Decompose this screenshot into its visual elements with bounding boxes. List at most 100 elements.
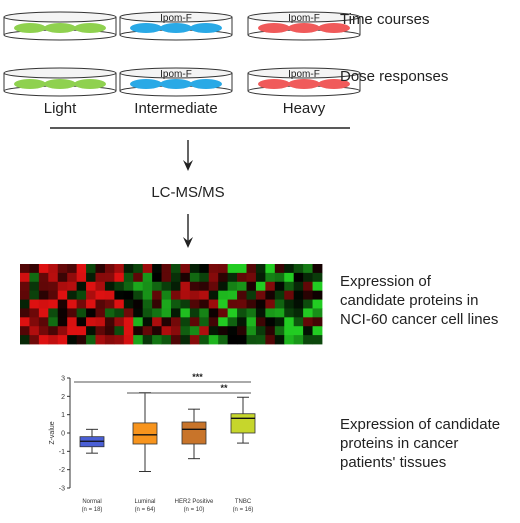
heatmap-cell — [95, 326, 106, 336]
heatmap-cell — [95, 281, 106, 292]
heatmap-cell — [152, 317, 162, 327]
expression-heatmap — [20, 264, 323, 345]
heatmap-cell — [199, 335, 210, 345]
heatmap-cell — [104, 317, 115, 327]
heatmap-cell — [227, 272, 238, 283]
boxplot-caption: Expression of candidate proteins in canc… — [340, 416, 501, 471]
heatmap-cell — [123, 308, 134, 318]
heatmap-cell — [284, 308, 295, 318]
heatmap-cell — [303, 326, 313, 336]
heatmap-cell — [218, 299, 229, 309]
heatmap-cell — [133, 290, 144, 300]
heatmap-cell — [114, 290, 125, 300]
cell-blob — [130, 23, 162, 33]
heatmap-cell — [237, 290, 247, 300]
heatmap-cell — [237, 308, 247, 318]
heatmap-cell — [57, 290, 68, 300]
heatmap-cell — [142, 317, 153, 327]
dish-heavy: Ipom-F — [247, 67, 361, 97]
heatmap-cell — [218, 281, 229, 292]
heatmap-cell — [180, 264, 191, 274]
column-label-intermediate: Intermediate — [134, 100, 217, 117]
cell-blob — [160, 79, 192, 89]
cell-blob — [14, 79, 46, 89]
heatmap-cell — [284, 281, 295, 292]
heatmap-cell — [293, 299, 304, 309]
heatmap-cell — [255, 308, 266, 318]
heatmap-cell — [274, 308, 285, 318]
dish-drug-label: Ipom-F — [160, 69, 192, 80]
heatmap-cell — [312, 317, 323, 327]
heatmap-cell — [161, 281, 172, 292]
dish-drug-label: Ipom-F — [288, 69, 320, 80]
heatmap-cell — [274, 264, 285, 274]
heatmap-cell — [180, 290, 191, 300]
heatmap-cell — [20, 317, 30, 327]
dish-heavy: Ipom-F — [247, 11, 361, 41]
heatmap-cell — [180, 317, 191, 327]
heatmap-cell — [86, 317, 96, 327]
heatmap-cell — [171, 272, 181, 283]
heatmap-cell — [48, 326, 59, 336]
significance-label: *** — [192, 372, 203, 382]
heatmap-cell — [133, 264, 144, 274]
heatmap-cell — [104, 290, 115, 300]
heatmap-cell — [86, 272, 96, 283]
heatmap-cell — [67, 317, 78, 327]
heatmap-cell — [95, 335, 106, 345]
heatmap-cell — [142, 326, 153, 336]
heatmap-cell — [218, 335, 229, 345]
heatmap-cell — [29, 290, 40, 300]
heatmap-cell — [171, 326, 181, 336]
heatmap-cell — [237, 299, 247, 309]
heatmap-cell — [180, 272, 191, 283]
heatmap-cell — [20, 281, 30, 292]
heatmap-cell — [161, 317, 172, 327]
heatmap-cell — [95, 317, 106, 327]
heatmap-cell — [20, 299, 30, 309]
heatmap-cell — [20, 290, 30, 300]
heatmap-cell — [48, 299, 59, 309]
heatmap-cell — [312, 335, 323, 345]
heatmap-cell — [265, 290, 276, 300]
heatmap-cell — [133, 308, 144, 318]
heatmap-cell — [303, 264, 313, 274]
heatmap-cell — [312, 299, 323, 309]
heatmap-cell — [171, 308, 181, 318]
heatmap-cell — [48, 317, 59, 327]
heatmap-cell — [142, 335, 153, 345]
heatmap-cell — [293, 264, 304, 274]
heatmap-cell — [284, 299, 295, 309]
heatmap-cell — [29, 326, 40, 336]
heatmap-cell — [76, 317, 87, 327]
heatmap-cell — [218, 264, 229, 274]
heatmap-cell — [218, 326, 229, 336]
y-tick-label: 1 — [61, 412, 65, 419]
heatmap-cell — [189, 335, 200, 345]
heatmap-cell — [57, 308, 68, 318]
heatmap-cell — [38, 264, 49, 274]
category-label: Luminal — [134, 499, 155, 505]
heatmap-cell — [38, 299, 49, 309]
heatmap-cell — [123, 317, 134, 327]
heatmap-cell — [246, 281, 257, 292]
heatmap-cell — [114, 317, 125, 327]
heatmap-cell — [265, 299, 276, 309]
heatmap-cell — [114, 299, 125, 309]
heatmap-cell — [171, 281, 181, 292]
heatmap-cell — [29, 335, 40, 345]
heatmap-cell — [255, 281, 266, 292]
heatmap-cell — [199, 290, 210, 300]
heatmap-cell — [284, 290, 295, 300]
y-tick-label: 0 — [61, 431, 65, 438]
heatmap-cell — [171, 264, 181, 274]
heatmap-cell — [303, 281, 313, 292]
heatmap-cell — [189, 272, 200, 283]
heatmap-cell — [67, 281, 78, 292]
heatmap-cell — [104, 281, 115, 292]
heatmap-cell — [29, 281, 40, 292]
heatmap-cell — [246, 272, 257, 283]
heatmap-cell — [255, 335, 266, 345]
heatmap-cell — [171, 335, 181, 345]
